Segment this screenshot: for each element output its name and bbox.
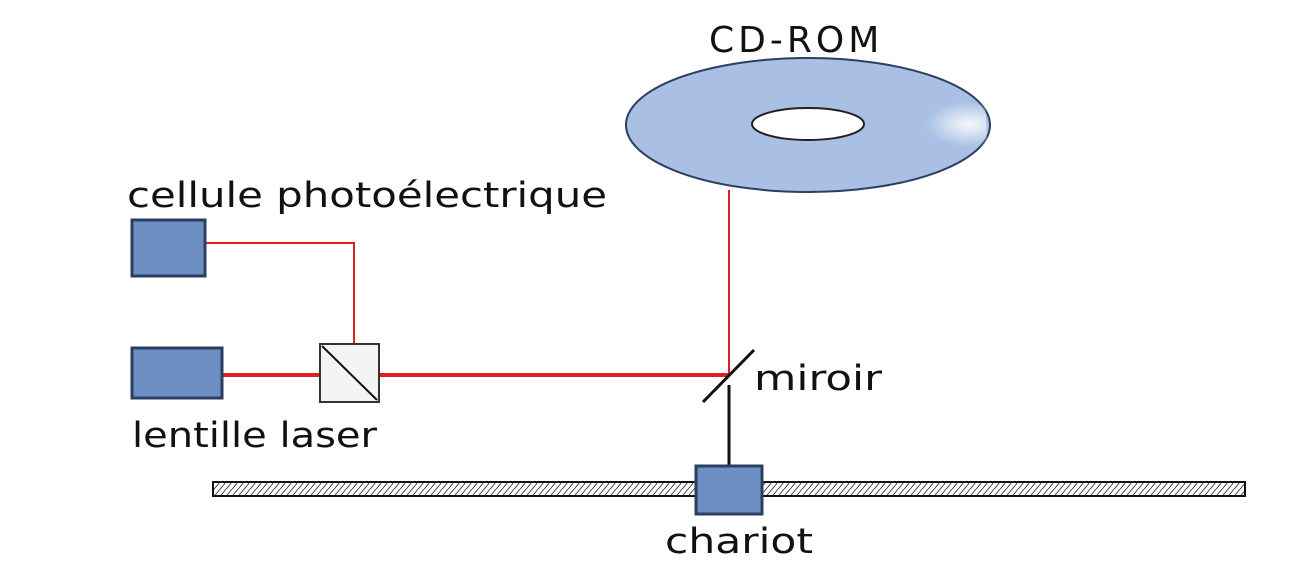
cd-rom-disc [625, 57, 991, 193]
laser-lens-box [130, 346, 224, 400]
photocell-box [130, 218, 207, 278]
disc-hole [751, 107, 865, 141]
beam-splitter [319, 343, 380, 403]
laser-lens-label: lentille laser [132, 416, 378, 456]
mirror-label: miroir [754, 359, 883, 399]
photocell-label: cellule photoélectrique [127, 176, 607, 216]
disc-reflection [862, 95, 988, 160]
disc-label: CD-ROM [709, 20, 883, 61]
carriage-box [694, 464, 764, 516]
carriage-label: chariot [665, 522, 813, 562]
mirror-icon [701, 348, 756, 404]
beam-to-photocell [205, 242, 355, 345]
